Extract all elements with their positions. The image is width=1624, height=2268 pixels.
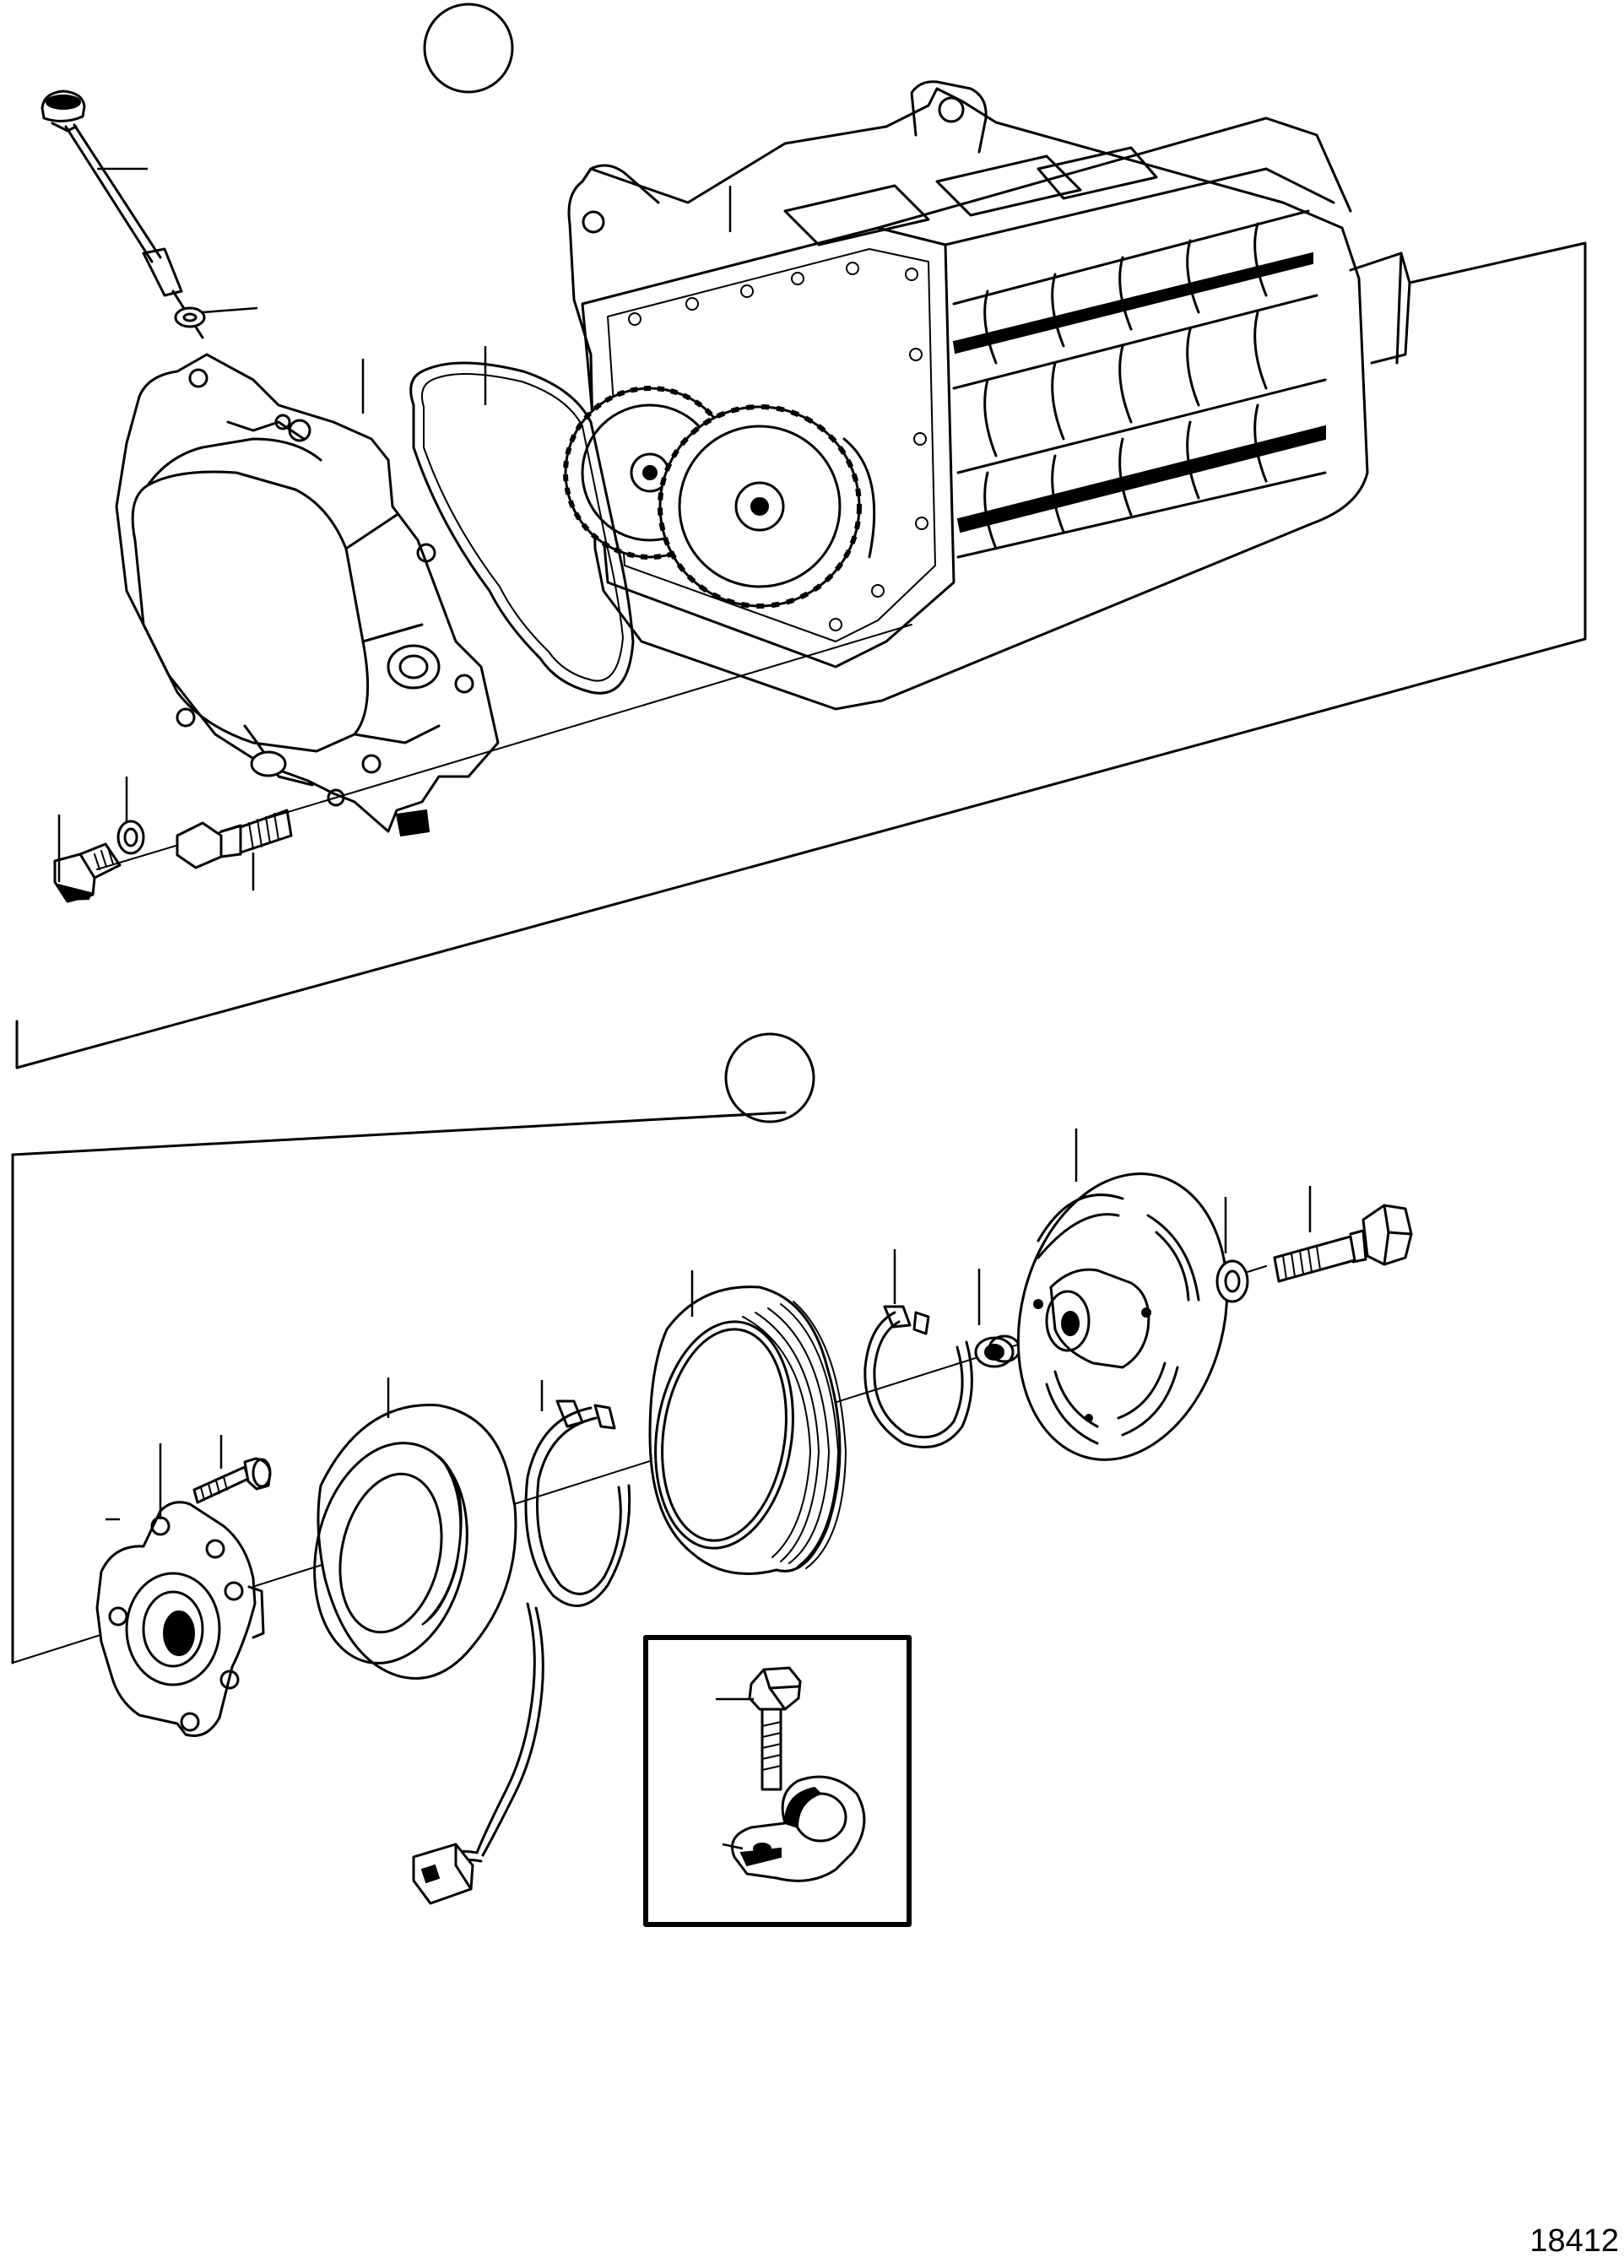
- drain-plug: [55, 844, 120, 901]
- dipstick: [42, 91, 203, 338]
- spacer-washer: [976, 1336, 1020, 1367]
- lower-assembly-group: [13, 1034, 1411, 1924]
- flange-bolt: [194, 1459, 270, 1502]
- leader-lines-upper: [59, 169, 730, 890]
- section-plane-lower: [13, 1112, 785, 1663]
- drawing-number: 18412: [1529, 2223, 1619, 2259]
- bearing-flange: [97, 1502, 263, 1736]
- o-ring-gasket: [411, 363, 633, 693]
- leader-lines-lower: [106, 1129, 1310, 1849]
- section-plane-upper: [17, 243, 1585, 1068]
- coil-connector: [414, 1844, 473, 1903]
- lock-washer: [1217, 1261, 1248, 1302]
- section-marker-circle-lower: [726, 1034, 814, 1122]
- detail-inset-frame: [646, 1637, 909, 1924]
- electromagnetic-coil: [295, 1405, 543, 1865]
- center-bolt: [1275, 1205, 1411, 1281]
- supercharger-housing: [569, 82, 1410, 709]
- cover-bolt: [177, 810, 291, 868]
- gear-cover: [116, 355, 498, 836]
- armature-hub: [989, 1151, 1256, 1482]
- shaft-centerline-upper: [97, 625, 912, 869]
- circlip-rear: [865, 1307, 972, 1448]
- inset-bolt: [750, 1668, 800, 1789]
- dipstick-washer: [176, 308, 204, 327]
- cable-clamp: [733, 1777, 864, 1881]
- upper-assembly-group: [17, 4, 1585, 1068]
- section-marker-circle-upper: [425, 4, 512, 92]
- pulley: [641, 1287, 846, 1574]
- circlip-front: [526, 1401, 630, 1606]
- drain-plug-washer: [118, 821, 143, 853]
- timing-gears: [566, 388, 874, 606]
